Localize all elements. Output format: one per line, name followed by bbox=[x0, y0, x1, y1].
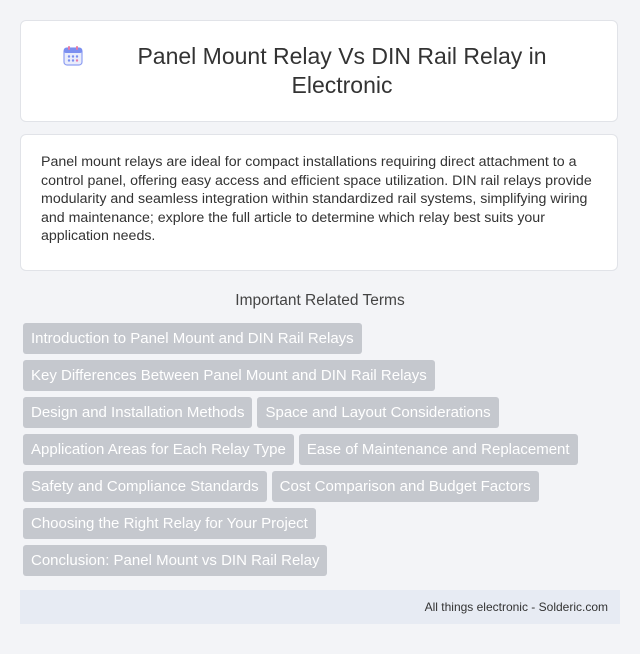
term-tag[interactable]: Introduction to Panel Mount and DIN Rail… bbox=[23, 323, 362, 354]
related-terms-heading: Important Related Terms bbox=[235, 292, 405, 309]
title-row: Panel Mount Relay Vs DIN Rail Relay in E… bbox=[21, 42, 617, 100]
term-tag[interactable]: Conclusion: Panel Mount vs DIN Rail Rela… bbox=[23, 545, 328, 576]
term-tag[interactable]: Application Areas for Each Relay Type bbox=[23, 434, 294, 465]
footer-bar: All things electronic - Solderic.com bbox=[20, 590, 620, 624]
term-tag[interactable]: Cost Comparison and Budget Factors bbox=[271, 471, 539, 502]
term-tag[interactable]: Key Differences Between Panel Mount and … bbox=[23, 360, 435, 391]
related-terms-list: Introduction to Panel Mount and DIN Rail… bbox=[23, 323, 623, 576]
term-tag[interactable]: Safety and Compliance Standards bbox=[23, 471, 267, 502]
footer-credit: All things electronic - Solderic.com bbox=[424, 600, 608, 614]
calendar-icon bbox=[61, 44, 85, 68]
term-tag[interactable]: Choosing the Right Relay for Your Projec… bbox=[23, 508, 316, 539]
term-tag[interactable]: Design and Installation Methods bbox=[23, 397, 253, 428]
term-tag[interactable]: Ease of Maintenance and Replacement bbox=[298, 434, 578, 465]
title-card: Panel Mount Relay Vs DIN Rail Relay in E… bbox=[20, 20, 618, 122]
page-title: Panel Mount Relay Vs DIN Rail Relay in E… bbox=[137, 43, 547, 98]
term-tag[interactable]: Space and Layout Considerations bbox=[257, 397, 499, 428]
intro-paragraph: Panel mount relays are ideal for compact… bbox=[41, 154, 592, 244]
intro-card: Panel mount relays are ideal for compact… bbox=[20, 134, 618, 271]
